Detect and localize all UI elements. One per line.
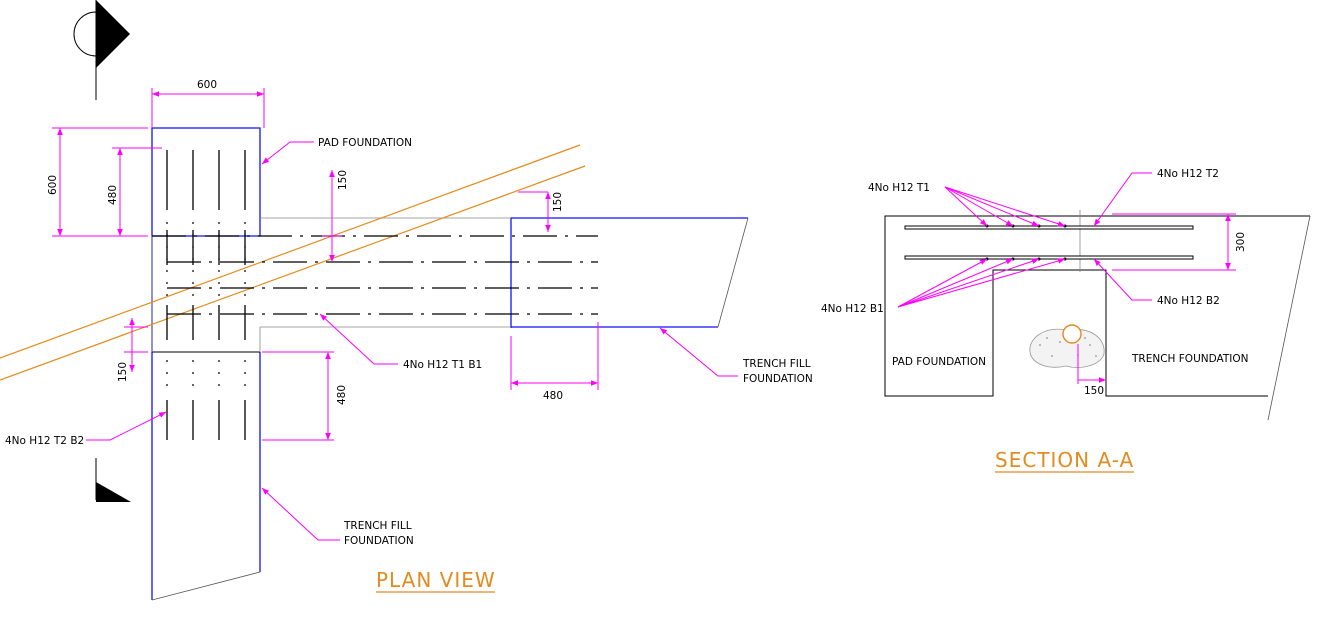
label-trench-right-2: FOUNDATION [743,373,813,385]
pad-foundation-outline [151,127,261,600]
dim-depth-300-label: 300 [1235,232,1247,252]
pipe-line-2 [0,165,586,381]
pad-bars-vertical [166,150,246,300]
pipe-line-1 [0,144,581,359]
dim-left-600-label: 600 [47,175,59,195]
trench-bars-vertical [166,305,246,440]
dim-right-150: 150 [518,191,564,232]
leader-b1 [897,258,1066,308]
label-section-t1: 4No H12 T1 [868,182,930,194]
dim-width-150-label: 150 [1084,385,1104,397]
dim-right-480: 480 [510,322,599,402]
dim-left-480: 480 [107,147,162,237]
dim-lower-480: 480 [262,351,348,441]
dim-left-150: 150 [117,318,148,382]
section-bars [904,224,1194,261]
dim-mid-150: 150 [322,170,349,262]
label-section-pad: PAD FOUNDATION [892,356,986,368]
dim-lower-480-label: 480 [336,385,348,405]
leader-t1 [944,186,1066,227]
label-t1b1: 4No H12 T1 B1 [403,359,482,371]
trench-bars-horizontal [152,235,598,315]
trench-right-outline [510,217,748,328]
dim-mid-150-label: 150 [337,170,349,190]
label-section-b2: 4No H12 B2 [1157,295,1220,307]
dim-top-600: 600 [151,79,265,128]
pipe-icon [1062,324,1082,344]
dim-width-150: 150 [1077,344,1106,397]
section-marker-bottom [95,458,131,502]
pipe-bedding [1029,324,1105,368]
label-section-t2: 4No H12 T2 [1157,168,1219,180]
section-marker-top: A [73,0,130,100]
dim-left-150-label: 150 [117,362,129,382]
section-marker-letter: A [101,30,113,38]
label-trench-right-1: TRENCH FILL [742,358,811,370]
section-outline [884,215,1310,397]
label-trench-bottom-2: FOUNDATION [344,535,414,547]
dim-top-600-label: 600 [197,79,217,91]
dim-left-480-label: 480 [107,185,119,205]
dim-left-600: 600 [47,127,148,237]
plan-view-title: PLAN VIEW [376,568,496,592]
dim-depth-300: 300 [1112,213,1247,271]
label-section-trench: TRENCH FOUNDATION [1131,353,1249,365]
label-pad-foundation: PAD FOUNDATION [318,137,412,149]
label-section-b1: 4No H12 B1 [821,303,884,315]
dim-right-150-label: 150 [552,192,564,212]
label-trench-bottom-1: TRENCH FILL [343,520,412,532]
section-view-title: SECTION A-A [995,448,1134,472]
section-view: 300 150 4No H12 T1 4No H12 T2 4No H12 B1… [821,168,1311,473]
label-t2b2: 4No H12 T2 B2 [5,435,84,447]
plan-view: 600 600 480 150 150 [0,79,813,601]
dim-right-480-label: 480 [543,390,563,402]
